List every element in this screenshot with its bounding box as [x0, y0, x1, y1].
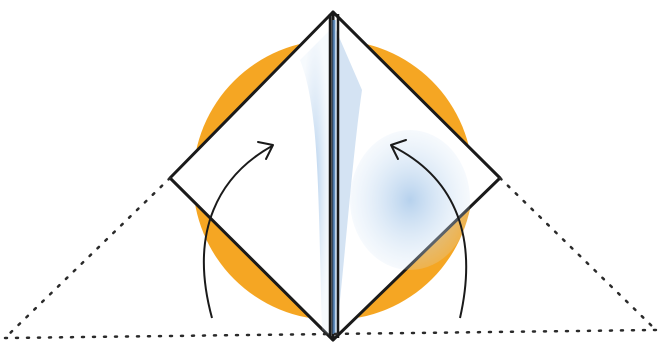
- right-flap-shading: [350, 130, 470, 270]
- right-dotted-guide: [500, 178, 656, 330]
- left-dotted-guide: [5, 178, 170, 338]
